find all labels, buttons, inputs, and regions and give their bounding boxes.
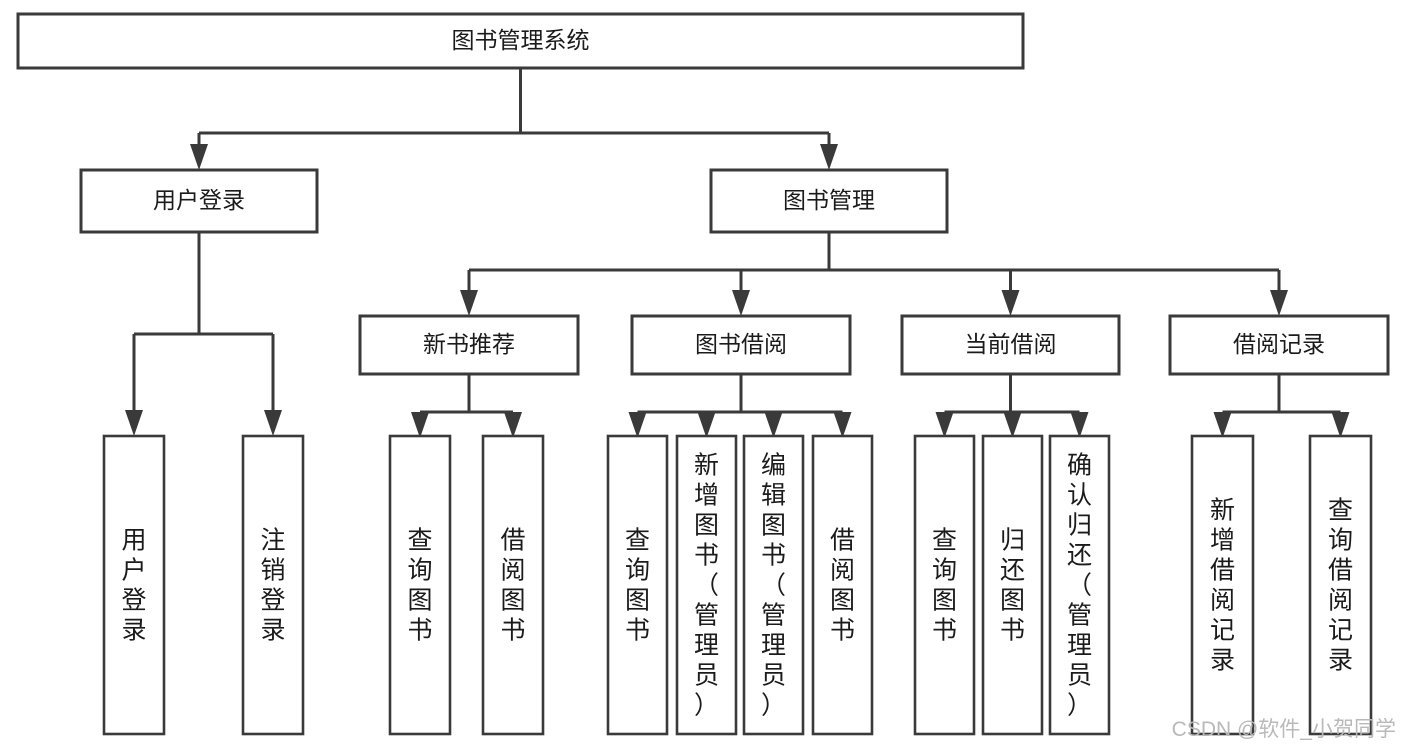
node-box-book-borrow (630, 314, 852, 376)
arrow-head-icon-borrow-record (1270, 290, 1288, 316)
node-leaf-logout-login[interactable]: 注销登录 (241, 434, 305, 736)
node-new-book-recommend[interactable]: 新书推荐 (358, 314, 580, 376)
node-box-current-borrow (900, 314, 1121, 376)
arrow-head-icon-new-book-recommend (460, 290, 478, 316)
node-box-new-book-recommend (358, 314, 580, 376)
node-label-leaf-user-login: 用户登录 (121, 526, 146, 644)
node-label-leaf-confirm-return-admin: 确认归还（管理员） (1067, 451, 1092, 719)
node-user-login[interactable]: 用户登录 (79, 168, 319, 234)
arrow-head-icon-leaf-logout-login (264, 410, 282, 436)
node-label-book-manage: 图书管理 (783, 187, 875, 213)
node-current-borrow[interactable]: 当前借阅 (900, 314, 1121, 376)
node-box-leaf-query-book-1 (388, 434, 452, 736)
arrow-head-icon-book-borrow (732, 290, 750, 316)
node-leaf-borrow-book-1[interactable]: 借阅图书 (481, 434, 545, 736)
node-label-user-login: 用户登录 (153, 187, 245, 213)
node-label-leaf-query-borrow-record: 查询借阅记录 (1328, 496, 1353, 674)
node-leaf-query-book-3[interactable]: 查询图书 (913, 434, 976, 736)
arrow-head-icon-leaf-confirm-return-admin (1070, 412, 1089, 438)
arrow-head-icon-leaf-borrow-book-2 (833, 412, 852, 438)
node-book-manage[interactable]: 图书管理 (709, 168, 949, 234)
node-label-leaf-add-borrow-record: 新增借阅记录 (1210, 496, 1235, 674)
node-label-leaf-query-book-2: 查询图书 (625, 526, 650, 644)
node-leaf-return-book[interactable]: 归还图书 (981, 434, 1044, 736)
node-box-leaf-query-book-2 (606, 434, 669, 736)
node-box-leaf-borrow-book-1 (481, 434, 545, 736)
node-label-leaf-logout-login: 注销登录 (260, 526, 285, 644)
node-box-leaf-add-borrow-record (1190, 434, 1255, 736)
node-leaf-query-book-1[interactable]: 查询图书 (388, 434, 452, 736)
node-leaf-confirm-return-admin[interactable]: 确认归还（管理员） (1048, 434, 1111, 736)
node-label-leaf-add-book-admin: 新增图书（管理员） (694, 451, 719, 719)
node-leaf-borrow-book-2[interactable]: 借阅图书 (811, 434, 874, 736)
node-box-leaf-edit-book-admin (742, 434, 805, 736)
csdn-watermark: CSDN @软件_小贺同学 (1172, 718, 1396, 741)
arrow-head-icon-leaf-query-borrow-record (1331, 412, 1350, 438)
node-box-leaf-add-book-admin (675, 434, 738, 736)
arrow-head-icon-leaf-user-login (125, 410, 143, 436)
node-label-leaf-edit-book-admin: 编辑图书（管理员） (761, 451, 786, 719)
node-box-leaf-return-book (981, 434, 1044, 736)
node-box-leaf-query-book-3 (913, 434, 976, 736)
node-leaf-user-login[interactable]: 用户登录 (102, 434, 166, 736)
node-label-leaf-query-book-1: 查询图书 (407, 526, 432, 644)
arrow-head-icon-book-manage (820, 144, 838, 170)
arrow-head-icon-leaf-add-book-admin (697, 412, 716, 438)
node-leaf-query-borrow-record[interactable]: 查询借阅记录 (1308, 434, 1373, 736)
node-box-book-manage (709, 168, 949, 234)
arrow-head-icon-leaf-borrow-book-1 (504, 412, 522, 438)
arrow-head-icon-leaf-query-book-3 (935, 412, 954, 438)
node-box-undefined (16, 12, 1025, 70)
node-leaf-edit-book-admin[interactable]: 编辑图书（管理员） (742, 434, 805, 736)
arrow-head-icon-leaf-return-book (1003, 412, 1022, 438)
node-box-leaf-logout-login (241, 434, 305, 736)
arrow-head-icon-leaf-query-book-2 (628, 412, 647, 438)
arrow-head-icon-user-login (190, 144, 208, 170)
node-box-leaf-borrow-book-2 (811, 434, 874, 736)
arrow-head-icon-leaf-add-borrow-record (1213, 412, 1232, 438)
node-label-leaf-return-book: 归还图书 (1000, 526, 1025, 644)
node-box-leaf-confirm-return-admin (1048, 434, 1111, 736)
node-label-current-borrow: 当前借阅 (965, 331, 1057, 357)
node-label-leaf-borrow-book-2: 借阅图书 (830, 526, 855, 644)
node-label-book-borrow: 图书借阅 (695, 331, 787, 357)
node-leaf-add-book-admin[interactable]: 新增图书（管理员） (675, 434, 738, 736)
node-layer: 图书管理系统用户登录图书管理新书推荐图书借阅当前借阅借阅记录用户登录注销登录查询… (16, 12, 1390, 736)
node-label-new-book-recommend: 新书推荐 (423, 331, 515, 357)
node-box-borrow-record (1168, 314, 1390, 376)
node-borrow-record[interactable]: 借阅记录 (1168, 314, 1390, 376)
node-label-borrow-record: 借阅记录 (1233, 331, 1325, 357)
node-label-leaf-query-book-3: 查询图书 (932, 526, 957, 644)
node-leaf-query-book-2[interactable]: 查询图书 (606, 434, 669, 736)
node-box-user-login (79, 168, 319, 234)
node-book-borrow[interactable]: 图书借阅 (630, 314, 852, 376)
node-undefined[interactable]: 图书管理系统 (16, 12, 1025, 70)
arrow-head-icon-current-borrow (1001, 290, 1020, 316)
arrow-head-icon-leaf-query-book-1 (411, 412, 429, 438)
node-leaf-add-borrow-record[interactable]: 新增借阅记录 (1190, 434, 1255, 736)
node-label-undefined: 图书管理系统 (452, 27, 590, 53)
connector-layer (125, 68, 1350, 438)
node-label-leaf-borrow-book-1: 借阅图书 (500, 526, 525, 644)
arrow-head-icon-leaf-edit-book-admin (764, 412, 783, 438)
node-box-leaf-query-borrow-record (1308, 434, 1373, 736)
node-box-leaf-user-login (102, 434, 166, 736)
